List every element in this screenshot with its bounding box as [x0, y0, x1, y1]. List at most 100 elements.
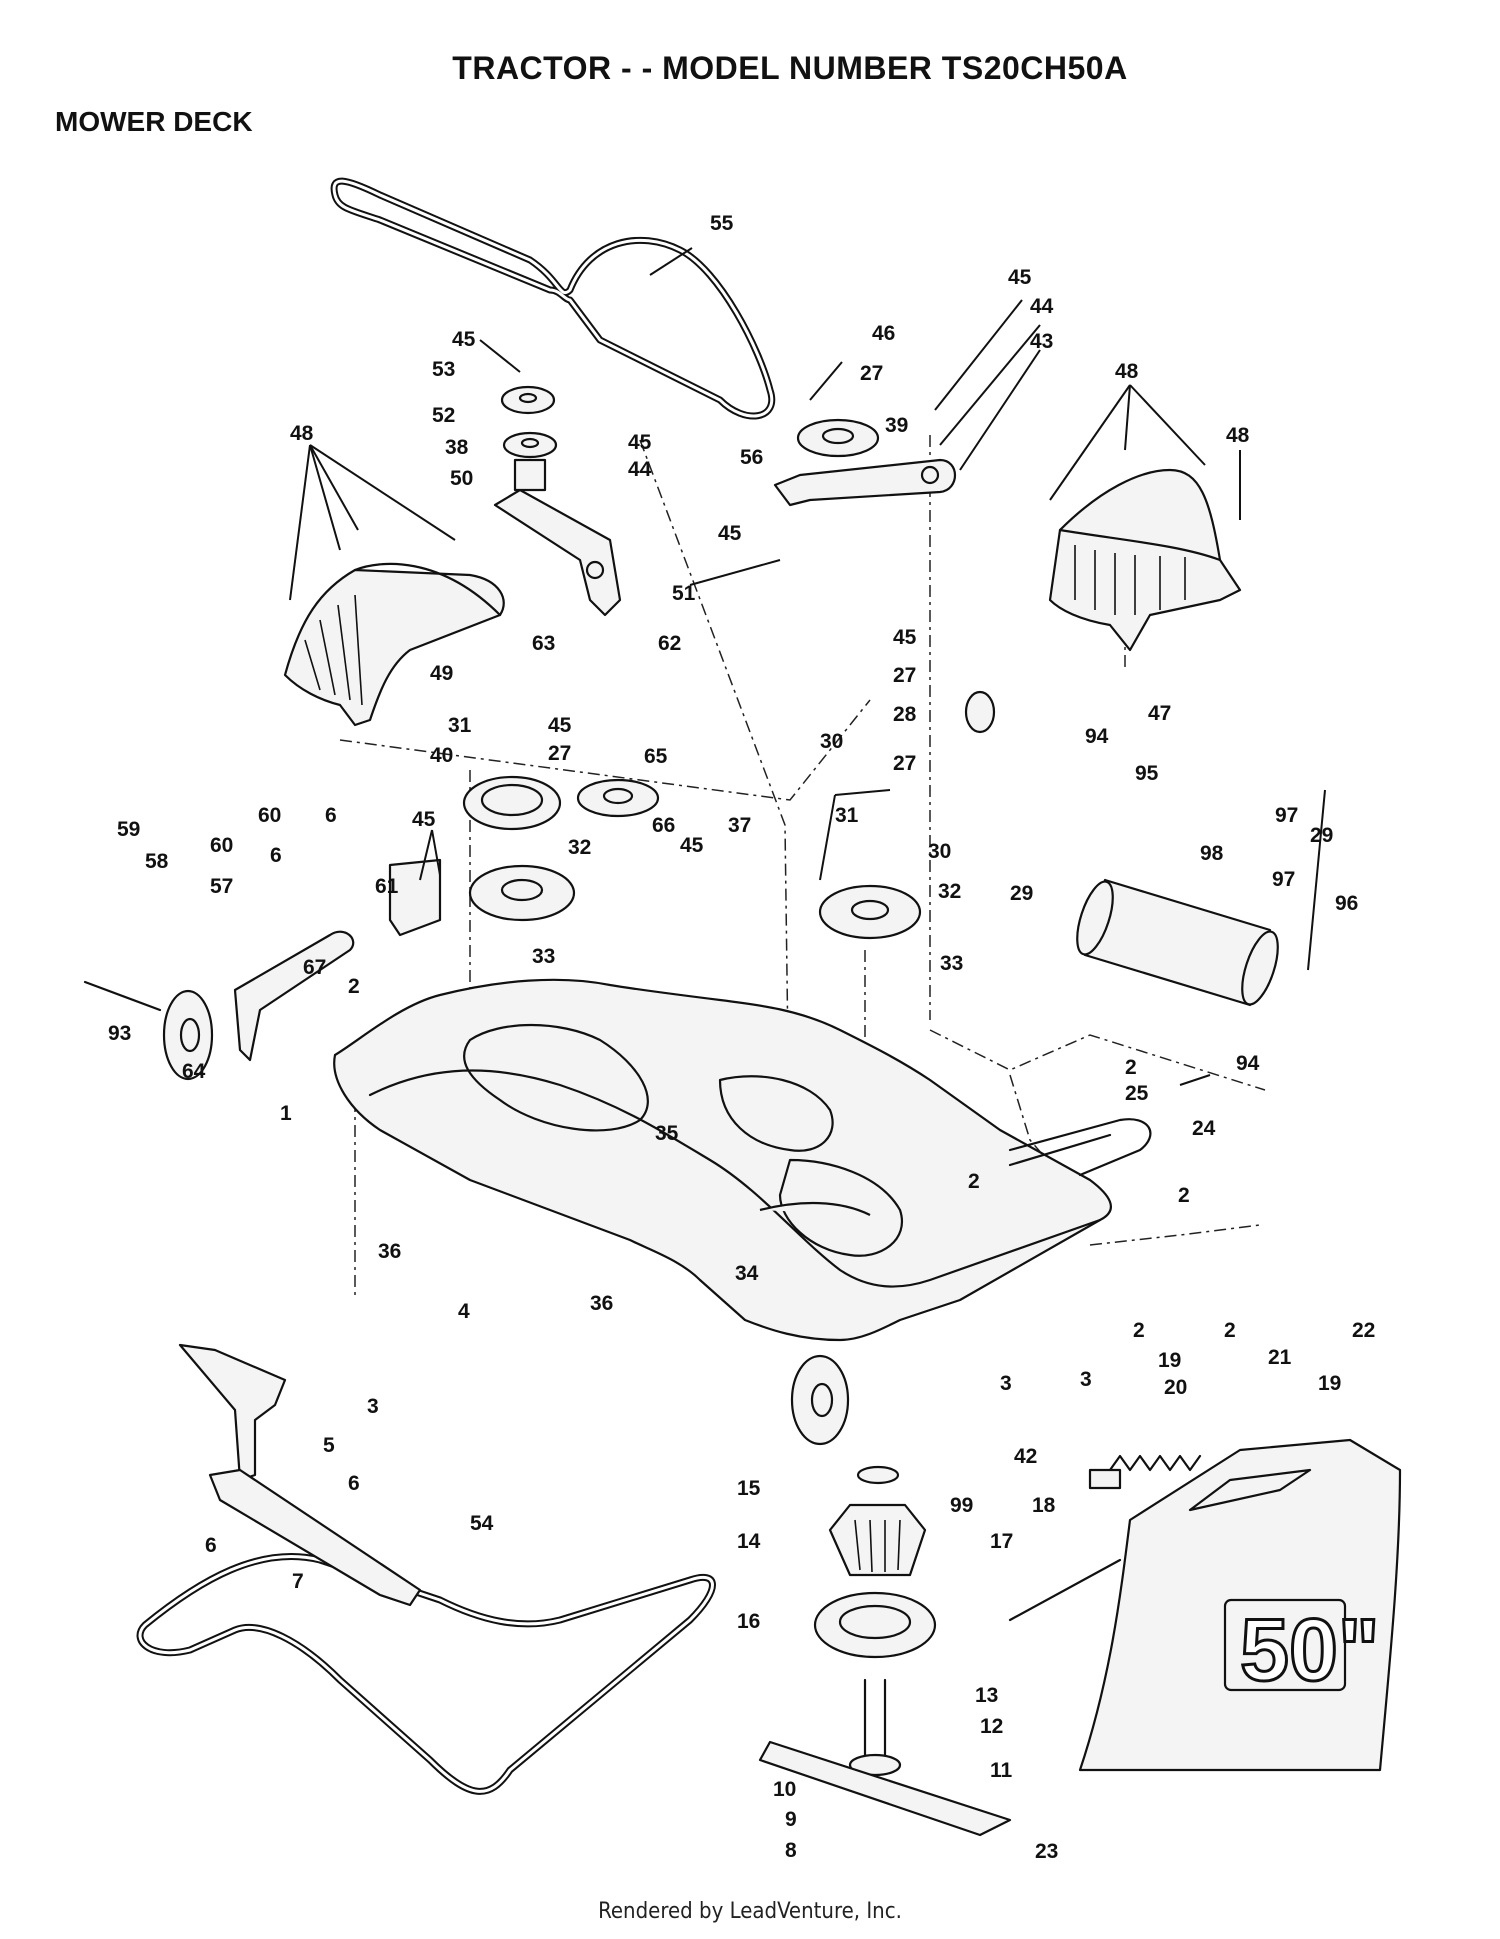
callout: 6 — [270, 844, 282, 867]
callout: 25 — [1125, 1082, 1149, 1105]
callout: 59 — [117, 818, 140, 841]
callout: 30 — [928, 840, 951, 863]
deck-size-marking: 50" — [1240, 1600, 1380, 1699]
callout: 6 — [348, 1472, 360, 1495]
callout: 37 — [728, 814, 751, 837]
callout: 44 — [1030, 295, 1054, 318]
callout: 94 — [1236, 1052, 1260, 1075]
callout: 60 — [210, 834, 233, 857]
callout: 19 — [1318, 1372, 1341, 1395]
callout: 1 — [280, 1102, 292, 1125]
callout: 27 — [893, 752, 916, 775]
callout: 56 — [740, 446, 763, 469]
spring-20 — [1088, 1454, 1202, 1490]
callout: 33 — [940, 952, 963, 975]
callout: 31 — [448, 714, 472, 737]
callout: 95 — [1135, 762, 1159, 785]
callout: 55 — [710, 212, 734, 235]
callout: 43 — [1030, 330, 1053, 353]
callout: 94 — [1085, 725, 1109, 748]
callout: 58 — [145, 850, 169, 873]
callout: 23 — [1035, 1840, 1058, 1863]
callout: 30 — [820, 730, 843, 753]
belt-cover-49 — [283, 562, 505, 727]
callout: 54 — [470, 1512, 494, 1535]
callout: 47 — [1148, 702, 1171, 725]
callout: 9 — [785, 1808, 797, 1831]
callout: 4 — [458, 1300, 470, 1323]
callout: 19 — [1158, 1349, 1181, 1372]
section-title: MOWER DECK — [55, 106, 253, 137]
callout: 20 — [1164, 1376, 1187, 1399]
callout: 40 — [430, 744, 453, 767]
callout: 36 — [590, 1292, 613, 1315]
wheel-bracket-57 — [233, 858, 442, 1062]
callout: 2 — [1178, 1184, 1190, 1207]
callout: 13 — [975, 1684, 998, 1707]
footer-credit: Rendered by LeadVenture, Inc. — [598, 1899, 902, 1924]
callout: 17 — [990, 1530, 1013, 1553]
callout: 99 — [950, 1494, 973, 1517]
callout: 2 — [1224, 1319, 1236, 1342]
callout: 7 — [292, 1570, 304, 1593]
callout: 46 — [872, 322, 895, 345]
callout: 27 — [548, 742, 571, 765]
callout: 10 — [773, 1778, 796, 1801]
callout: 27 — [860, 362, 883, 385]
callout: 45 — [718, 522, 742, 545]
callout: 18 — [1032, 1494, 1056, 1517]
belt-55 — [330, 177, 776, 420]
callout: 3 — [367, 1395, 379, 1418]
callout: 2 — [1133, 1319, 1145, 1342]
deck-hitch-24 — [1008, 1118, 1152, 1177]
callout: 97 — [1272, 868, 1295, 891]
callout: 45 — [893, 626, 917, 649]
callout: 2 — [348, 975, 360, 998]
callout: 29 — [1310, 824, 1333, 847]
callout: 62 — [658, 632, 681, 655]
callout: 65 — [644, 745, 668, 768]
belt-54 — [136, 1553, 716, 1795]
callout: 96 — [1335, 892, 1358, 915]
anti-scalp-roller-98 — [1076, 878, 1279, 1007]
callout: 8 — [785, 1839, 797, 1862]
belt-cover-47 — [1048, 468, 1242, 652]
callout: 32 — [568, 836, 591, 859]
callout: 50 — [450, 467, 473, 490]
callout: 93 — [108, 1022, 131, 1045]
callout: 39 — [885, 414, 908, 437]
callout: 28 — [893, 703, 917, 726]
callout: 45 — [548, 714, 572, 737]
callout: 29 — [1010, 882, 1033, 905]
callout: 24 — [1192, 1117, 1216, 1140]
callout: 48 — [1226, 424, 1250, 447]
callout: 22 — [1352, 1319, 1375, 1342]
callout: 49 — [430, 662, 453, 685]
callout: 3 — [1080, 1368, 1092, 1391]
callout: 61 — [375, 875, 399, 898]
callout: 53 — [432, 358, 455, 381]
mower-wheel-58 — [83, 980, 162, 1012]
callout: 51 — [672, 582, 696, 605]
callout: 67 — [303, 956, 326, 979]
callout: 48 — [1115, 360, 1139, 383]
callout: 45 — [680, 834, 704, 857]
idler-bracket-50 — [493, 458, 622, 617]
callout: 27 — [893, 664, 916, 687]
page-title: TRACTOR - - MODEL NUMBER TS20CH50A — [452, 50, 1128, 86]
callout: 14 — [737, 1530, 761, 1553]
callout: 98 — [1200, 842, 1224, 865]
callout: 36 — [378, 1240, 401, 1263]
idler-arm-43 — [773, 458, 956, 507]
callout: 16 — [737, 1610, 760, 1633]
callout: 5 — [323, 1434, 335, 1457]
callout: 15 — [737, 1477, 761, 1500]
pulleys — [462, 385, 996, 940]
callout: 60 — [258, 804, 281, 827]
callout: 6 — [325, 804, 337, 827]
callout: 66 — [652, 814, 675, 837]
callout-labels: 55 45 44 43 46 27 39 45 53 52 38 50 45 4… — [108, 212, 1375, 1863]
callout: 48 — [290, 422, 314, 445]
callout: 21 — [1268, 1346, 1292, 1369]
